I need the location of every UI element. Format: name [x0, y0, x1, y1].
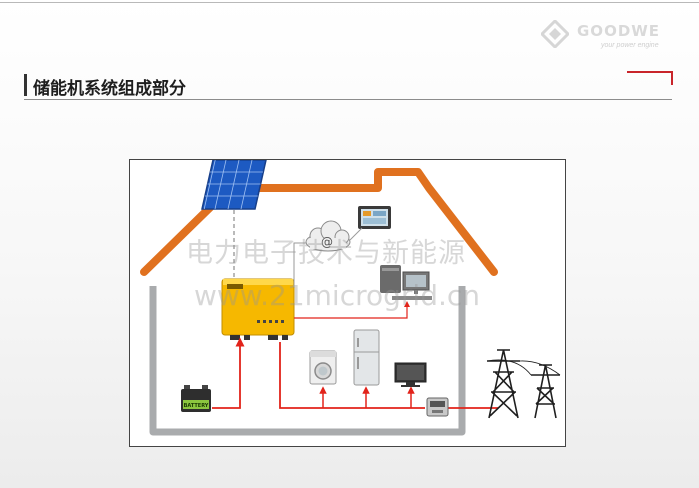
red-corner-mark [627, 71, 673, 85]
inverter-computer-line [294, 301, 410, 319]
system-diagram: @ BATTERY [129, 159, 566, 447]
title-underline [24, 99, 672, 100]
brand-tagline: your power engine [601, 42, 659, 49]
battery-label: BATTERY [184, 403, 209, 409]
brand-name: GOODWE [577, 22, 661, 40]
ac-bus-line [279, 342, 425, 409]
battery-icon: BATTERY [181, 385, 211, 412]
power-pylon-icon [486, 349, 561, 419]
internet-data-line [293, 242, 306, 287]
energy-meter-icon [426, 397, 449, 417]
cloud-icon: @ [305, 220, 351, 252]
tablet-icon [358, 206, 391, 229]
house-walls [149, 286, 466, 436]
refrigerator-icon [353, 329, 380, 386]
watermark-url: www.21microgrid.cn [194, 279, 481, 312]
goodwe-logo: GOODWE your power engine [541, 18, 681, 54]
diagram-svg: @ BATTERY [140, 160, 561, 436]
battery-power-line [212, 337, 245, 409]
cloud-tablet-line [349, 227, 363, 241]
washing-machine-icon [309, 350, 337, 385]
computer-icon [380, 265, 432, 300]
title-lead-bar [24, 74, 27, 96]
cloud-label: @ [321, 235, 333, 249]
inverter-icon [221, 278, 295, 340]
slide-title: 储能机系统组成部分 [33, 79, 186, 99]
slide-title-bar: 储能机系统组成部分 [24, 73, 672, 100]
top-rule [0, 2, 699, 3]
television-icon [394, 362, 427, 387]
goodwe-diamond-icon [541, 20, 569, 48]
solar-panel-icon [201, 160, 267, 210]
watermark-cn: 电力电子技术与新能源 [186, 238, 466, 269]
